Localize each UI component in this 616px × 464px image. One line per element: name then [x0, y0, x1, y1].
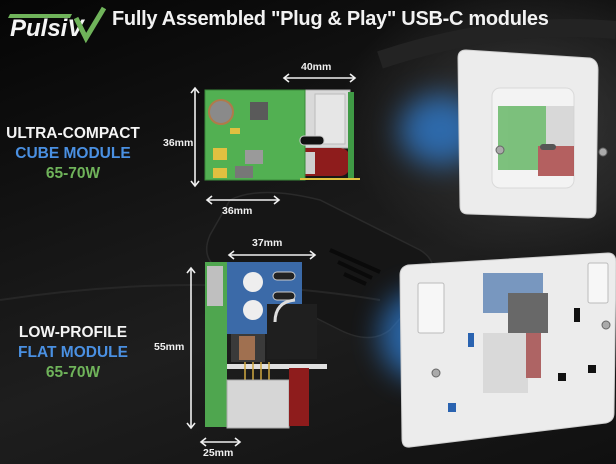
flat-module-power: 65-70W [45, 364, 101, 381]
double-socket-plate [399, 252, 616, 448]
cube-module-line2: CUBE MODULE [15, 145, 131, 162]
flat-height-label: 55mm [154, 341, 185, 353]
logo-text: PulsiV [10, 15, 85, 42]
left-switch [417, 282, 445, 334]
flat-module-line2: FLAT MODULE [18, 344, 128, 361]
page-title: Fully Assembled "Plug & Play" USB-C modu… [112, 8, 549, 30]
cube-module-label: ULTRA-COMPACT CUBE MODULE 65-70W [0, 124, 146, 184]
right-switch [587, 262, 609, 304]
screw-right [598, 147, 608, 157]
flat-module-line1: LOW-PROFILE [18, 324, 128, 341]
flat-width-label: 37mm [252, 237, 283, 249]
single-wall-plate [457, 49, 608, 219]
cube-module-render [204, 89, 360, 181]
cube-width-label: 36mm [222, 205, 253, 217]
cube-depth-label: 40mm [301, 61, 332, 73]
flat-module-label: LOW-PROFILE FLAT MODULE 65-70W [6, 323, 140, 383]
cube-module-line1: ULTRA-COMPACT [6, 125, 140, 142]
embedded-flat-module [483, 273, 548, 393]
flat-module-render [205, 262, 327, 429]
cube-height-label: 36mm [163, 137, 194, 149]
pulsiv-logo: PulsiV [8, 4, 108, 44]
screw-left [495, 145, 505, 155]
flat-depth-label: 25mm [203, 447, 234, 459]
pulsiv-logo-mark: PulsiV [8, 6, 107, 44]
cube-module-power: 65-70W [45, 165, 101, 182]
